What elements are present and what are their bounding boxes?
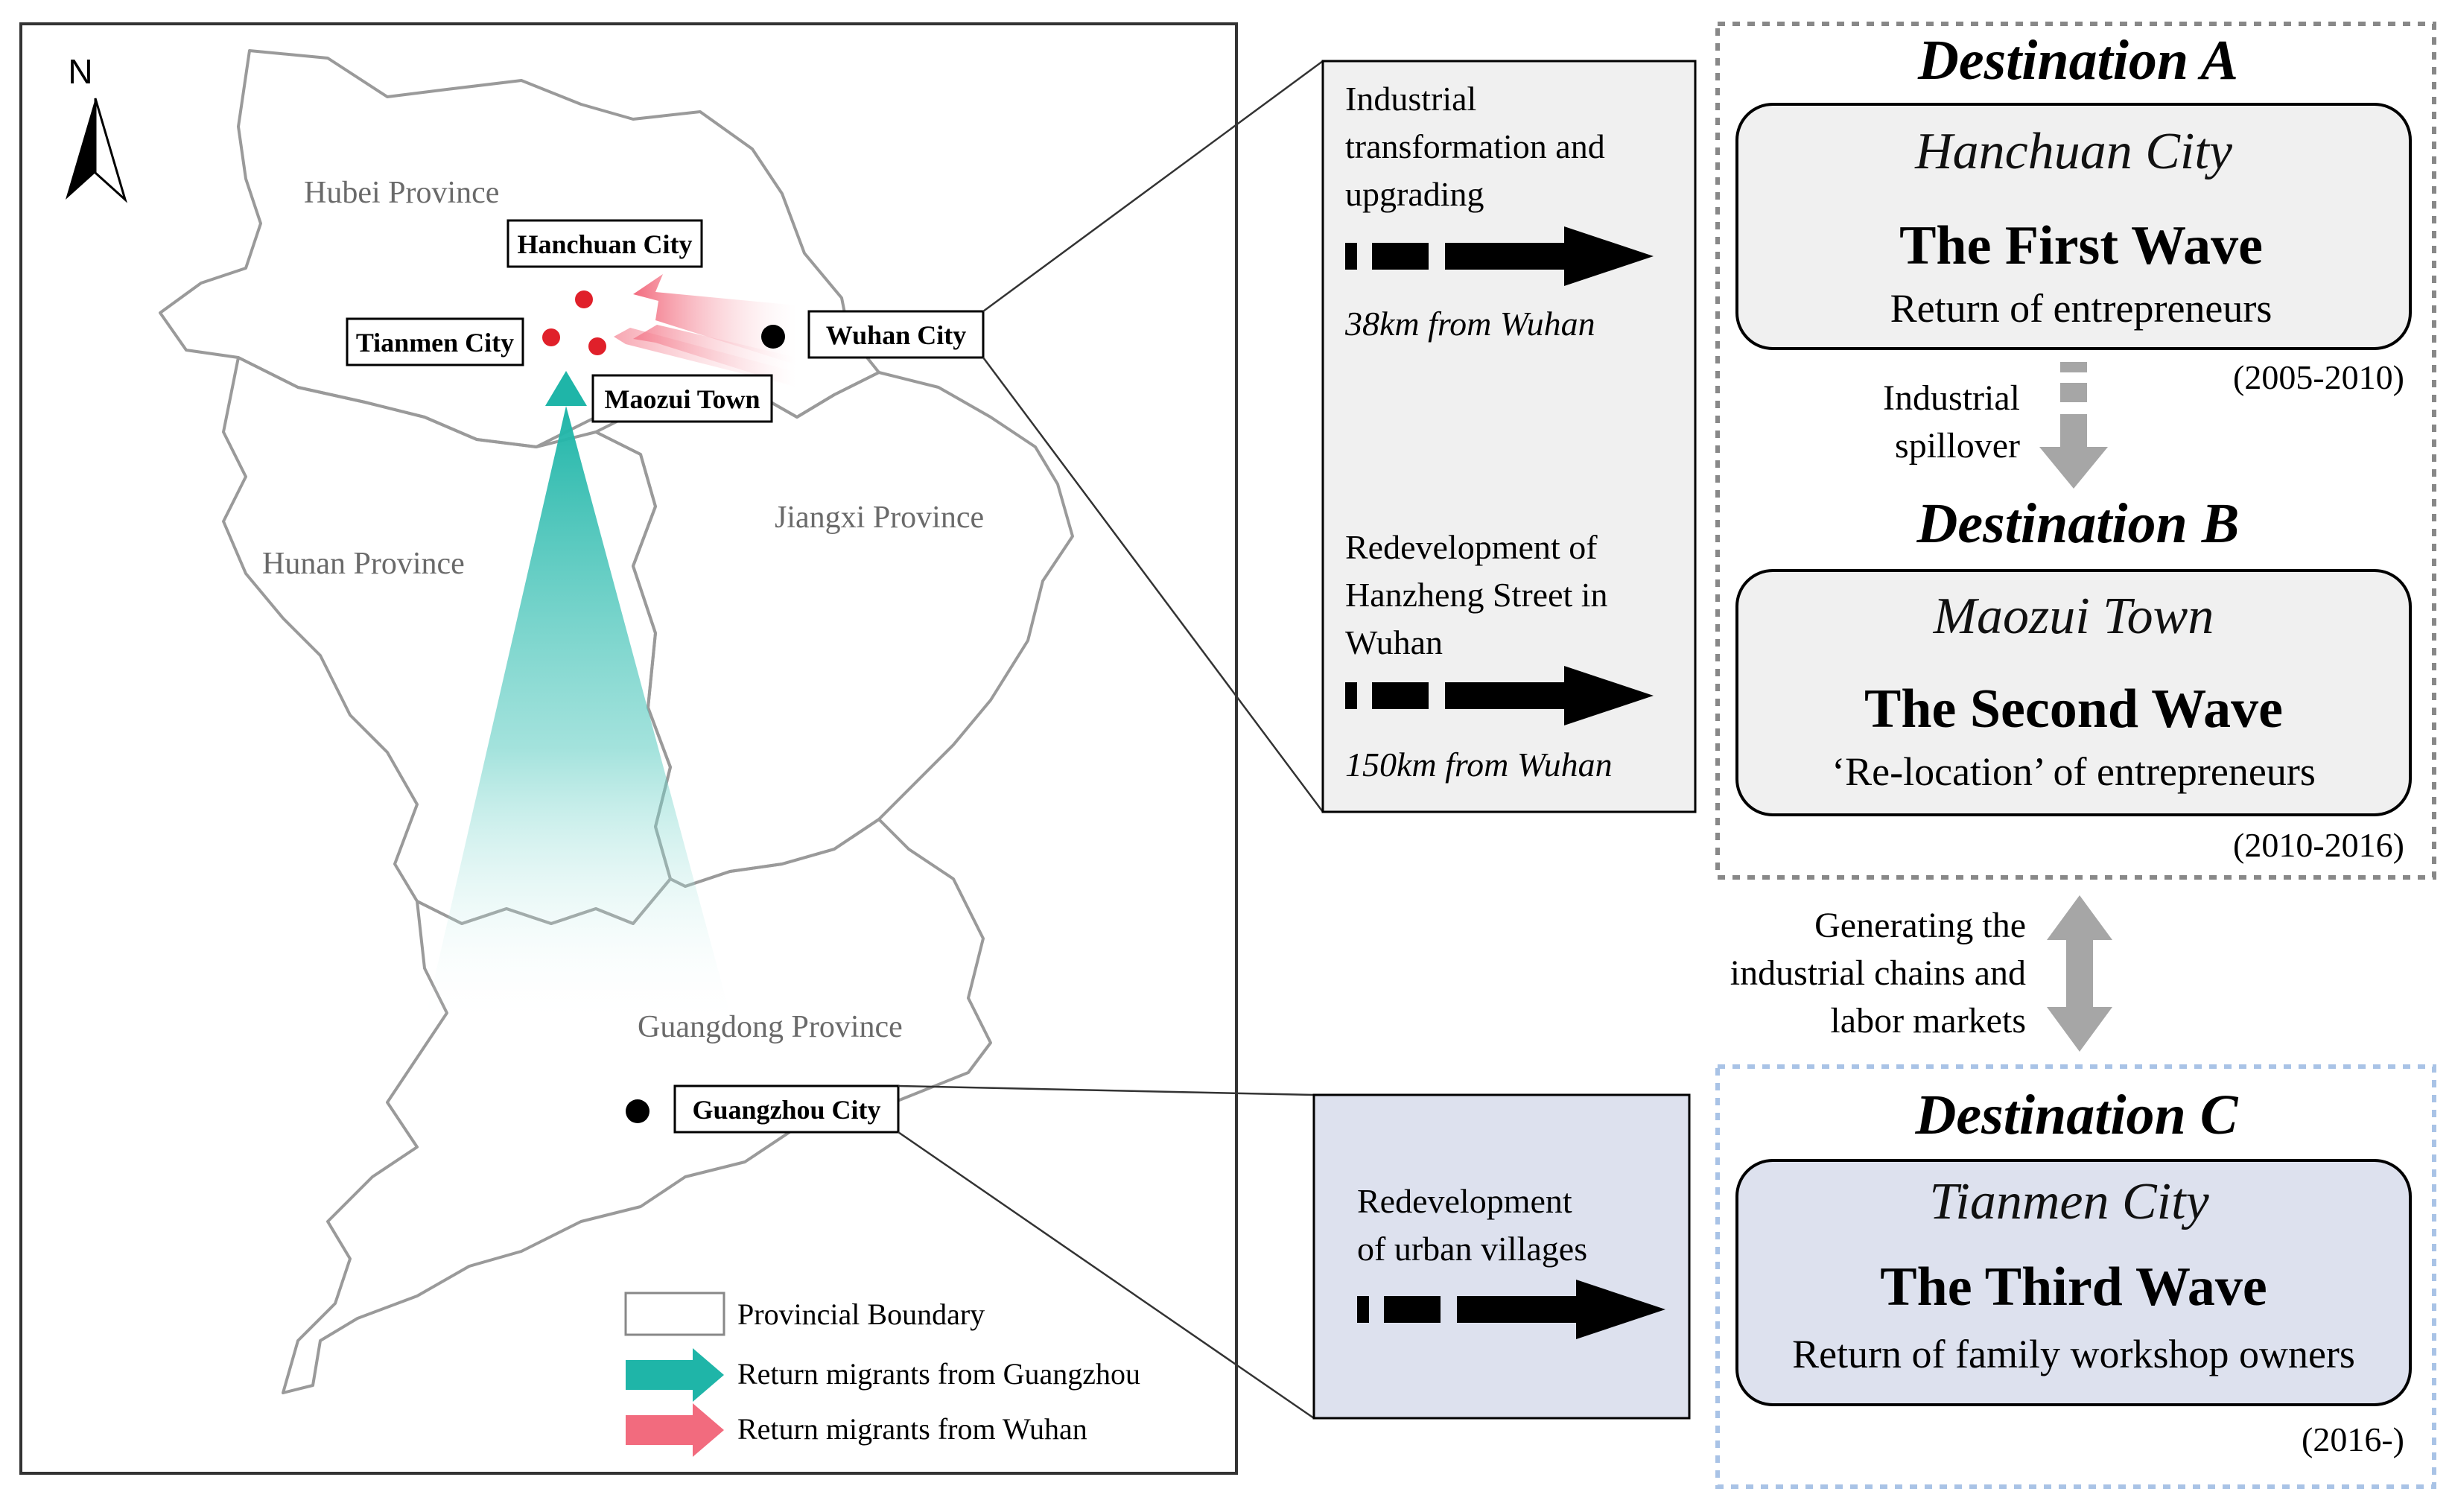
destination-c-box: Tianmen City The Third Wave Return of fa… <box>1735 1159 2412 1406</box>
svg-text:38km from Wuhan: 38km from Wuhan <box>1344 305 1595 343</box>
svg-text:Return of entrepreneurs: Return of entrepreneurs <box>1890 286 2272 331</box>
svg-text:upgrading: upgrading <box>1345 175 1484 213</box>
legend-wuhan-label: Return migrants from Wuhan <box>737 1412 1087 1446</box>
dot-guangzhou <box>626 1099 649 1123</box>
svg-text:The Third Wave: The Third Wave <box>1880 1257 2267 1318</box>
generating-label-2: industrial chains and <box>1730 953 2026 993</box>
label-jiangxi: Jiangxi Province <box>775 501 984 535</box>
generating-double-arrow <box>2047 895 2112 1052</box>
svg-text:Industrial: Industrial <box>1345 80 1476 118</box>
svg-text:transformation and: transformation and <box>1345 127 1605 165</box>
destination-a-box: Hanchuan City The First Wave Return of e… <box>1735 103 2412 350</box>
svg-text:The First Wave: The First Wave <box>1899 215 2263 276</box>
group-c-frame <box>1715 1064 2436 1489</box>
svg-text:Hanchuan City: Hanchuan City <box>1914 123 2233 180</box>
svg-text:Wuhan: Wuhan <box>1345 623 1443 661</box>
dot-hanchuan <box>575 290 593 308</box>
destination-a-period: (2005-2010) <box>2233 358 2404 396</box>
svg-text:Redevelopment: Redevelopment <box>1357 1182 1572 1220</box>
dashed-arrow-3 <box>1357 1280 1665 1339</box>
svg-text:Wuhan City: Wuhan City <box>826 320 966 350</box>
destination-b-title: Destination B <box>1916 492 2240 555</box>
spillover-arrow <box>2039 362 2108 489</box>
wuhan-return-arrows <box>614 274 797 387</box>
label-hubei: Hubei Province <box>304 176 499 210</box>
callout-bottom: Redevelopment of urban villages <box>1312 1093 1691 1420</box>
label-box-wuhan: Wuhan City <box>807 310 985 359</box>
generating-label-3: labor markets <box>1830 1001 2026 1041</box>
label-box-guangzhou: Guangzhou City <box>673 1084 900 1134</box>
dashed-arrow-2 <box>1345 666 1654 725</box>
generating-label-1: Generating the <box>1814 906 2026 945</box>
destination-c-period: (2016-) <box>2302 1420 2404 1458</box>
svg-text:Maozui Town: Maozui Town <box>604 384 760 414</box>
legend-boundary-label: Provincial Boundary <box>737 1297 985 1331</box>
label-box-hanchuan: Hanchuan City <box>506 219 703 268</box>
north-arrow: N <box>66 52 127 203</box>
dashed-arrow-1 <box>1345 226 1654 286</box>
svg-text:‘Re-location’ of entrepreneurs: ‘Re-location’ of entrepreneurs <box>1832 749 2316 794</box>
legend-pink-arrow <box>626 1403 724 1457</box>
guangzhou-return-arrow <box>423 371 734 1028</box>
svg-text:Tianmen City: Tianmen City <box>1929 1173 2209 1230</box>
svg-text:of urban villages: of urban villages <box>1357 1230 1587 1268</box>
dot-tianmen <box>542 328 560 346</box>
dot-maozui <box>588 337 606 355</box>
label-hunan: Hunan Province <box>262 547 465 581</box>
svg-text:Hanchuan City: Hanchuan City <box>517 229 692 259</box>
svg-text:Hanzheng Street in: Hanzheng Street in <box>1345 576 1608 614</box>
spillover-label-1: Industrial <box>1883 378 2020 418</box>
svg-text:Maozui Town: Maozui Town <box>1933 588 2214 645</box>
legend-teal-arrow <box>626 1348 724 1402</box>
jiangxi-boundary <box>594 371 1074 888</box>
label-box-tianmen: Tianmen City <box>346 317 524 366</box>
svg-text:Redevelopment of: Redevelopment of <box>1345 528 1598 566</box>
callout-top: Industrial transformation and upgrading … <box>1321 60 1697 813</box>
svg-text:150km from Wuhan: 150km from Wuhan <box>1345 746 1613 784</box>
legend-boundary-swatch <box>624 1292 725 1336</box>
connector-lines <box>898 60 1324 1420</box>
destination-b-box: Maozui Town The Second Wave ‘Re-location… <box>1735 569 2412 816</box>
svg-text:Guangzhou City: Guangzhou City <box>692 1095 880 1125</box>
group-ab-frame <box>1715 22 2436 880</box>
legend-guangzhou-label: Return migrants from Guangzhou <box>737 1357 1140 1391</box>
svg-text:Tianmen City: Tianmen City <box>356 328 514 358</box>
legend: Provincial Boundary Return migrants from… <box>624 1292 1140 1457</box>
destination-a-title: Destination A <box>1917 29 2238 92</box>
svg-text:Return of family workshop owne: Return of family workshop owners <box>1792 1332 2355 1376</box>
svg-text:N: N <box>68 52 92 91</box>
dot-wuhan <box>761 325 785 349</box>
destination-b-period: (2010-2016) <box>2233 826 2404 864</box>
label-box-maozui: Maozui Town <box>591 374 773 423</box>
destination-c-title: Destination C <box>1915 1084 2239 1146</box>
svg-text:The Second Wave: The Second Wave <box>1864 679 2283 740</box>
spillover-label-2: spillover <box>1895 426 2020 466</box>
